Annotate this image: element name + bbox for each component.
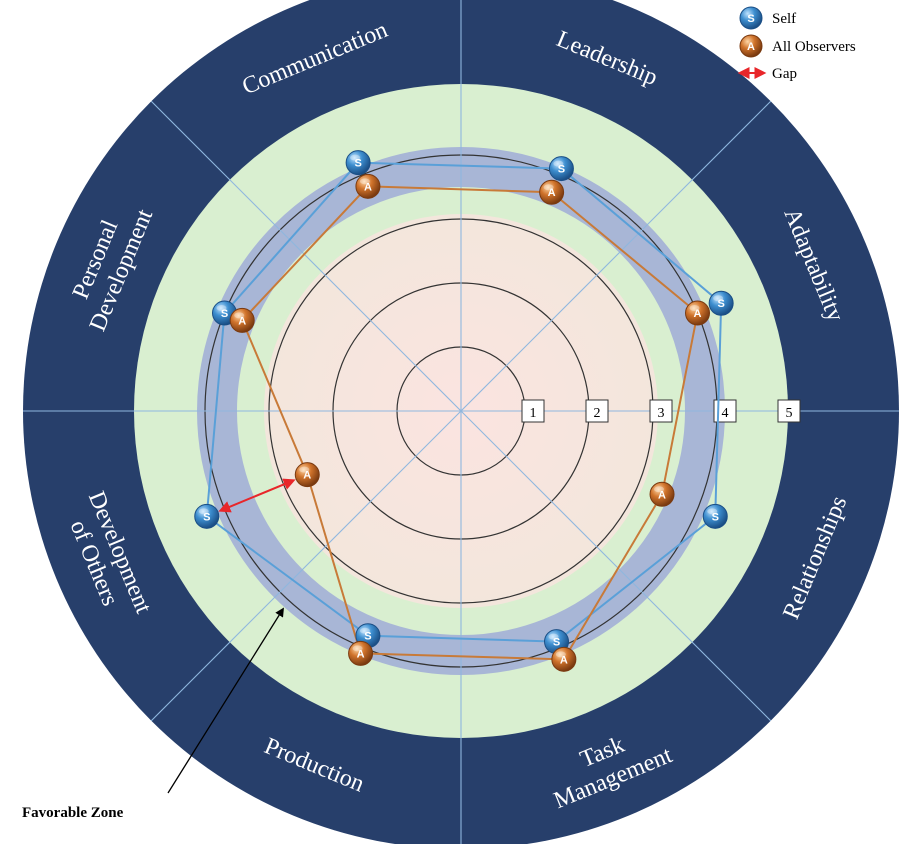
sector-divider [460, 410, 772, 722]
point-letter: S [712, 511, 719, 523]
observer-marker-icon [739, 34, 763, 58]
sector-divider [460, 100, 772, 412]
data-point-s-1: S [708, 290, 734, 316]
tick-label-3: 3 [649, 399, 673, 423]
legend-item-self: S Self [739, 6, 796, 30]
point-marker [685, 300, 711, 326]
point-letter: A [238, 315, 246, 327]
data-point-a-4: A [348, 640, 374, 666]
point-highlight [359, 627, 370, 634]
scale-ticks: 1 2 3 4 5 [521, 399, 801, 423]
tick-label-2: 2 [585, 399, 609, 423]
data-point-a-3: A [551, 646, 577, 672]
data-point-s-0: S [548, 156, 574, 182]
point-letter: S [354, 158, 361, 170]
point-marker [355, 173, 381, 199]
point-marker [702, 503, 728, 529]
tick-label-4: 4 [713, 399, 737, 423]
data-point-a-5: A [294, 462, 320, 488]
point-highlight [299, 466, 310, 473]
point-highlight [198, 508, 209, 515]
tick-box [713, 399, 737, 423]
point-highlight [707, 508, 718, 515]
legend: S Self A All Observers Gap [737, 6, 856, 82]
gap-arrow [218, 478, 296, 513]
observer-marker-letter: A [747, 41, 755, 53]
tick-box [777, 399, 801, 423]
point-marker [548, 156, 574, 182]
tick-text: 2 [594, 406, 601, 421]
data-point-s-5: S [194, 503, 220, 529]
point-highlight [350, 154, 361, 161]
point-letter: A [548, 187, 556, 199]
data-point-a-0: A [539, 179, 565, 205]
point-highlight [689, 305, 700, 312]
point-highlight [543, 184, 554, 191]
point-letter: S [203, 511, 210, 523]
legend-item-observers: A All Observers [739, 34, 856, 58]
point-marker [229, 307, 255, 333]
point-marker [348, 640, 374, 666]
point-marker [294, 462, 320, 488]
favorable-zone-annotation: Favorable Zone [22, 607, 284, 821]
point-highlight [234, 312, 245, 319]
favorable-zone-label: Favorable Zone [22, 805, 124, 821]
tick-text: 3 [658, 406, 665, 421]
legend-gap-label: Gap [772, 66, 797, 82]
point-highlight [216, 305, 227, 312]
sector-divider [150, 410, 462, 722]
point-highlight [553, 160, 564, 167]
data-point-a-7: A [355, 173, 381, 199]
point-letter: S [364, 631, 371, 643]
point-marker [551, 646, 577, 672]
point-letter: A [694, 308, 702, 320]
tick-text: 1 [530, 406, 537, 421]
sector-divider [150, 100, 462, 412]
tick-label-1: 1 [521, 399, 545, 423]
point-letter: S [221, 308, 228, 320]
point-letter: A [364, 181, 372, 193]
annotation-arrow [167, 607, 284, 794]
point-letter: A [303, 470, 311, 482]
point-highlight [548, 633, 559, 640]
gap-indicator [218, 478, 296, 513]
point-marker [708, 290, 734, 316]
point-letter: A [658, 489, 666, 501]
legend-item-gap: Gap [737, 66, 797, 82]
data-point-a-1: A [685, 300, 711, 326]
point-letter: S [717, 298, 724, 310]
data-point-s-2: S [702, 503, 728, 529]
point-highlight [555, 651, 566, 658]
legend-self-label: Self [772, 11, 796, 27]
legend-observers-label: All Observers [772, 39, 856, 55]
point-highlight [654, 486, 665, 493]
point-letter: S [553, 637, 560, 649]
tick-box [585, 399, 609, 423]
point-letter: A [357, 648, 365, 660]
tick-box [521, 399, 545, 423]
point-letter: S [558, 164, 565, 176]
tick-box [649, 399, 673, 423]
point-marker [194, 503, 220, 529]
tick-text: 5 [786, 406, 793, 421]
point-letter: A [560, 654, 568, 666]
data-point-s-7: S [345, 150, 371, 176]
point-highlight [713, 295, 724, 302]
point-marker [345, 150, 371, 176]
data-point-a-6: A [229, 307, 255, 333]
self-marker-letter: S [747, 13, 754, 25]
tick-label-5: 5 [777, 399, 801, 423]
point-marker [539, 179, 565, 205]
self-marker-icon [739, 6, 763, 30]
data-point-a-2: A [649, 481, 675, 507]
point-marker [649, 481, 675, 507]
tick-text: 4 [722, 406, 729, 421]
point-highlight [352, 645, 363, 652]
point-highlight [359, 178, 370, 185]
